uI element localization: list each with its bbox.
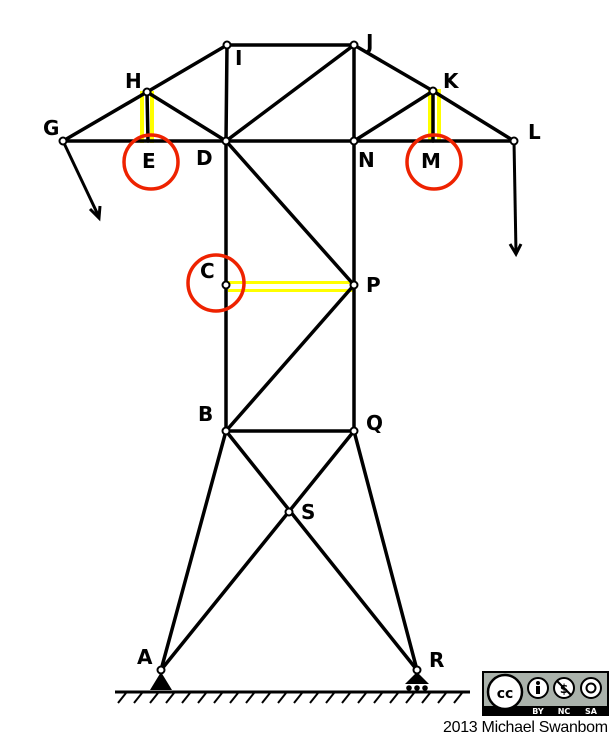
node-label-h: H — [125, 69, 142, 93]
node-label-g: G — [43, 116, 59, 140]
zero-force-highlights — [140, 89, 441, 292]
truss-members — [61, 43, 516, 672]
member-pb — [224, 283, 356, 433]
joint-d — [221, 136, 231, 146]
circle-e — [122, 133, 180, 191]
member-jd — [224, 43, 356, 143]
node-label-i: I — [235, 46, 242, 70]
joint-n — [349, 136, 359, 146]
author-credit: 2013 Michael Swanbom — [443, 719, 608, 736]
load-arrow-g — [61, 140, 101, 218]
member-ba — [159, 429, 228, 672]
joint-k — [428, 86, 438, 96]
member-he — [145, 90, 150, 143]
joints — [58, 40, 519, 675]
joint-j — [349, 40, 359, 50]
member-qr — [352, 429, 419, 672]
joint-q — [349, 426, 359, 436]
node-label-m: M — [421, 149, 441, 173]
svg-text:NC: NC — [558, 707, 571, 716]
node-label-c: C — [200, 259, 215, 283]
joint-a — [156, 665, 166, 675]
svg-text:cc: cc — [497, 686, 514, 702]
joint-i — [222, 40, 232, 50]
node-label-s: S — [301, 500, 315, 524]
node-label-l: L — [528, 120, 541, 144]
zero-force-circles — [122, 133, 463, 313]
cc-license-badge[interactable]: cc $ BY NC SA — [482, 671, 609, 716]
member-id — [224, 43, 229, 143]
node-label-r: R — [429, 648, 444, 672]
member-kl — [431, 89, 516, 143]
svg-text:BY: BY — [532, 707, 544, 716]
member-kn — [352, 89, 435, 143]
arrowhead-g — [88, 205, 102, 222]
cc-icon — [486, 673, 524, 711]
member-hd — [145, 90, 228, 143]
joint-s — [284, 507, 294, 517]
circle-m — [405, 133, 463, 191]
member-br — [224, 429, 419, 672]
member-hi — [145, 43, 229, 94]
arrowhead-l — [508, 243, 523, 258]
circle-c — [186, 253, 246, 313]
node-label-k: K — [443, 69, 460, 93]
node-label-d: D — [196, 146, 213, 170]
joint-l — [509, 136, 519, 146]
joint-p — [349, 280, 359, 290]
node-labels: A B C D E G H I J K L M N P Q R S — [43, 30, 541, 672]
highlight-cp-bottom — [228, 289, 354, 292]
member-jk — [352, 43, 435, 93]
node-label-a: A — [137, 645, 153, 669]
node-label-e: E — [142, 149, 156, 173]
highlight-km-right — [437, 89, 441, 141]
joint-h — [142, 87, 152, 97]
sa-icon — [580, 677, 602, 699]
member-gh — [61, 90, 149, 143]
svg-text:SA: SA — [585, 707, 598, 716]
ground — [115, 690, 470, 704]
joint-c — [221, 280, 231, 290]
joint-g — [58, 136, 68, 146]
roller-support-r — [405, 672, 429, 691]
load-arrows — [61, 140, 523, 258]
node-label-j: J — [364, 30, 373, 54]
joint-r — [412, 665, 422, 675]
node-label-n: N — [358, 148, 375, 172]
node-label-q: Q — [366, 411, 383, 435]
highlight-cp-top — [228, 281, 354, 284]
highlight-he-left — [140, 91, 144, 143]
highlight-he-right — [150, 91, 154, 143]
joint-b — [221, 426, 231, 436]
load-arrow-l — [512, 140, 518, 254]
node-label-b: B — [198, 402, 213, 426]
member-dp — [224, 139, 356, 287]
pin-support-a — [150, 672, 172, 690]
member-qa — [159, 429, 356, 672]
highlight-km-left — [428, 89, 432, 141]
node-label-p: P — [366, 273, 381, 297]
